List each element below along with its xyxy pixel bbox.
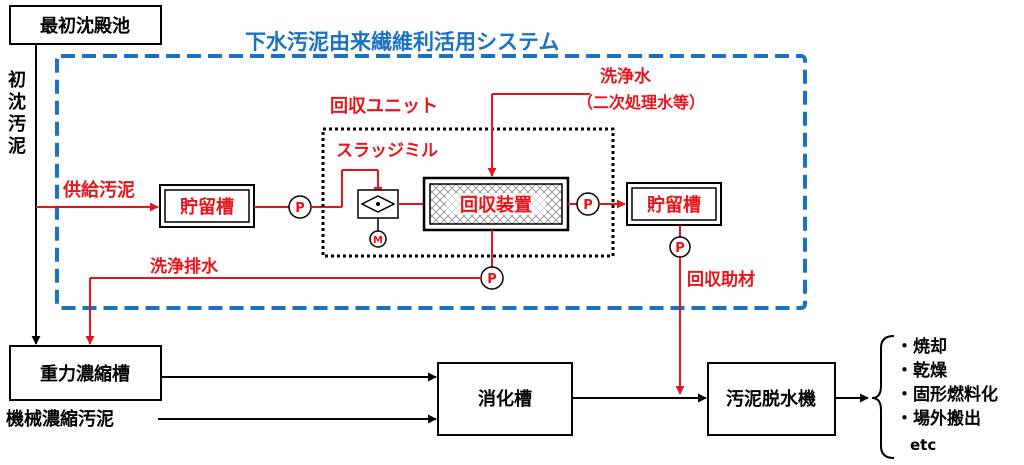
outputs-brace: [871, 335, 895, 459]
storage-tank-2-label: 貯留槽: [647, 194, 701, 216]
primary-sludge-char-2: 沈: [8, 91, 26, 113]
primary-sludge-char-4: 泥: [8, 135, 26, 157]
system-title: 下水汚泥由来繊維利活用システム: [245, 30, 559, 54]
gravity-thickener-box: [9, 345, 162, 401]
output-item-4: ・場外搬出: [896, 408, 981, 429]
output-item-1: ・焼却: [896, 336, 947, 357]
supply-sludge-label: 供給汚泥: [62, 179, 135, 201]
primary-sludge-char-1: 初: [8, 69, 26, 91]
mechanical-thickened-sludge-label: 機械濃縮汚泥: [6, 408, 114, 430]
output-item-3: ・固形燃料化: [896, 384, 998, 405]
wash-drain-label: 洗浄排水: [150, 256, 219, 277]
recovery-device-label: 回収装置: [460, 194, 532, 216]
dewatering-machine-label: 汚泥脱水機: [726, 388, 816, 410]
pump-3-label: P: [487, 272, 497, 287]
primary-settling-tank-label: 最初沈殿池: [40, 15, 130, 37]
digester-label: 消化槽: [478, 388, 532, 410]
motor-label: M: [373, 235, 383, 246]
recovery-unit-box: [321, 127, 615, 258]
pump-1-label: P: [295, 201, 305, 216]
wash-water-note: （二次処理水等）: [577, 93, 705, 112]
recovery-unit-label: 回収ユニット: [330, 96, 438, 117]
pump-2-label: P: [583, 198, 593, 213]
primary-settling-tank-box: [9, 5, 162, 45]
recovery-aid-label: 回収助材: [687, 269, 755, 290]
sludge-mill-label: スラッジミル: [336, 141, 438, 161]
output-item-2: ・乾燥: [896, 360, 948, 381]
primary-sludge-char-3: 汚: [8, 114, 26, 135]
sludge-mill-center: [376, 202, 380, 206]
gravity-thickener-label: 重力濃縮槽: [40, 363, 130, 385]
output-item-5: etc: [910, 436, 936, 454]
wash-water-label: 洗浄水: [600, 66, 652, 87]
storage-tank-2-inner: [631, 187, 717, 221]
recovery-device-label-bg: [446, 193, 546, 215]
storage-tank-1-inner: [164, 189, 250, 223]
pump-4-label: P: [675, 241, 685, 256]
system-boundary: [55, 54, 807, 310]
motor: [369, 230, 387, 248]
storage-tank-1-label: 貯留槽: [180, 196, 234, 218]
